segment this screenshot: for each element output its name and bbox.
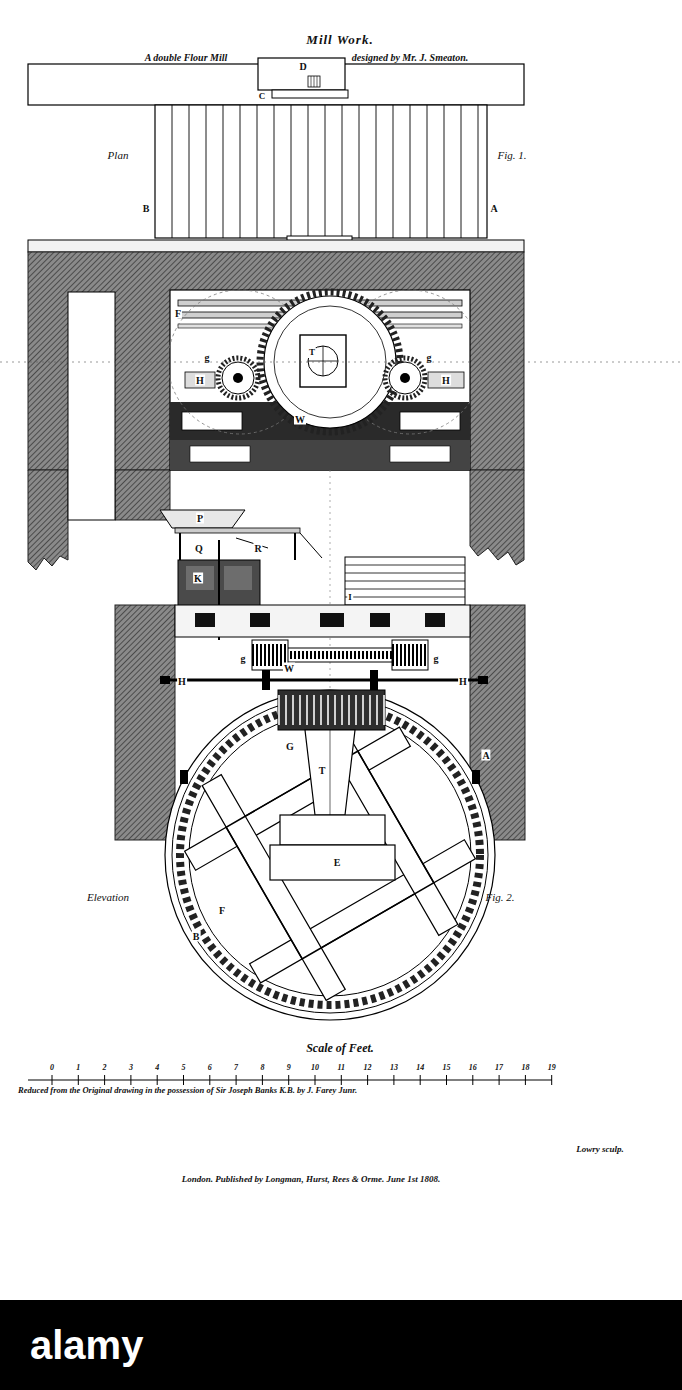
- part-letter: H: [458, 676, 468, 687]
- part-letter: T: [308, 348, 316, 358]
- scale-tick: [78, 1075, 79, 1085]
- scale-tick: [551, 1075, 552, 1085]
- scale-tick: [262, 1075, 263, 1085]
- publisher-line: London. Published by Longman, Hurst, Ree…: [182, 1175, 440, 1185]
- scale-number: 2: [103, 1064, 107, 1073]
- part-letter: B: [192, 931, 201, 942]
- scale-number: 19: [548, 1064, 556, 1073]
- scale-number: 0: [50, 1064, 54, 1073]
- scale-number: 16: [469, 1064, 477, 1073]
- watermark: alamy: [30, 1323, 143, 1367]
- part-letter: Q: [194, 543, 204, 554]
- view-name: Plan: [108, 149, 129, 161]
- scale-number: 5: [182, 1064, 186, 1073]
- part-letter: H: [441, 375, 451, 386]
- part-letter: K: [193, 573, 203, 584]
- scale-number: 13: [390, 1064, 398, 1073]
- part-letter: D: [298, 61, 307, 72]
- scale-tick: [209, 1075, 210, 1085]
- part-letter: G: [285, 741, 295, 752]
- scale-tick: [393, 1075, 394, 1085]
- scale-tick: [446, 1075, 447, 1085]
- scale-number: 7: [234, 1064, 238, 1073]
- part-letter: g: [433, 653, 440, 664]
- scale-number: 15: [443, 1064, 451, 1073]
- scale-number: 17: [495, 1064, 503, 1073]
- scale-number: 14: [416, 1064, 424, 1073]
- part-letter: W: [283, 663, 295, 674]
- scale-number: 1: [76, 1064, 80, 1073]
- part-letter: R: [253, 543, 262, 554]
- part-letter: T: [318, 765, 327, 776]
- scale-tick: [367, 1075, 368, 1085]
- view-name: Elevation: [87, 891, 129, 903]
- scale-tick: [183, 1075, 184, 1085]
- figure-number: Fig. 2.: [485, 891, 514, 903]
- part-letter: I: [347, 593, 353, 603]
- scale-tick: [236, 1075, 237, 1085]
- scale-number: 3: [129, 1064, 133, 1073]
- scale-tick: [499, 1075, 500, 1085]
- scale-tick: [525, 1075, 526, 1085]
- part-letter: P: [196, 513, 204, 524]
- scale-number: 6: [208, 1064, 212, 1073]
- scale-tick: [472, 1075, 473, 1085]
- part-letter: F: [218, 905, 226, 916]
- scale-tick: [315, 1075, 316, 1085]
- scale-number: 4: [155, 1064, 159, 1073]
- scale-tick: [341, 1075, 342, 1085]
- scale-tick: [130, 1075, 131, 1085]
- scale-number: 11: [338, 1064, 346, 1073]
- scale-number: 12: [364, 1064, 372, 1073]
- scale-tick: [104, 1075, 105, 1085]
- part-letter: W: [294, 414, 306, 425]
- part-letter: g: [240, 653, 247, 664]
- scale-tick: [288, 1075, 289, 1085]
- scale-number: 10: [311, 1064, 319, 1073]
- credit-note: Reduced from the Original drawing in the…: [18, 1086, 357, 1095]
- subtitle: designed by Mr. J. Smeaton.: [352, 52, 468, 63]
- scale-title: Scale of Feet.: [306, 1042, 374, 1055]
- scale-number: 18: [521, 1064, 529, 1073]
- part-letter: g: [426, 352, 433, 363]
- scale-tick: [52, 1075, 53, 1085]
- part-letter: A: [481, 750, 490, 761]
- part-letter: A: [489, 203, 498, 214]
- subtitle: A double Flour Mill: [145, 52, 228, 63]
- part-letter: H: [195, 375, 205, 386]
- plate-title: Mill Work.: [306, 33, 373, 47]
- part-letter: C: [258, 92, 267, 102]
- part-letter: F: [174, 308, 182, 319]
- part-letter: g: [204, 352, 211, 363]
- scale-number: 9: [287, 1064, 291, 1073]
- part-letter: B: [142, 203, 151, 214]
- part-letter: H: [177, 676, 187, 687]
- figure-number: Fig. 1.: [497, 149, 526, 161]
- scale-number: 8: [260, 1064, 264, 1073]
- scale-tick: [157, 1075, 158, 1085]
- scale-tick: [420, 1075, 421, 1085]
- part-letter: E: [333, 857, 342, 868]
- engraver-note: Lowry sculp.: [576, 1145, 624, 1155]
